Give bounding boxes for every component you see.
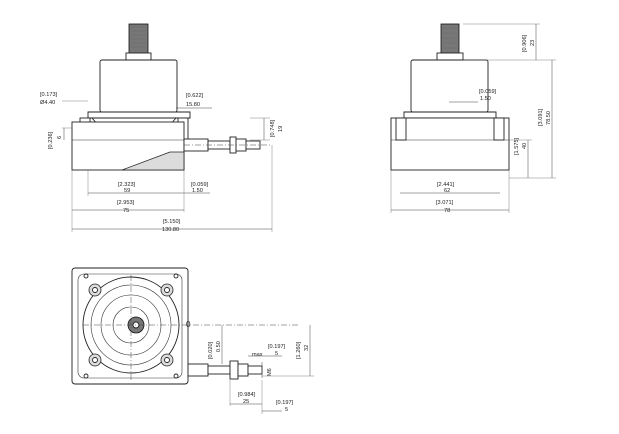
dim-5-bottom: 5 — [285, 407, 288, 413]
dim-40: 40 — [522, 143, 528, 149]
dim-150-front: 1.50 — [192, 188, 203, 194]
side-connector-pins — [440, 23, 460, 55]
dim-32: 32 — [304, 345, 310, 351]
dim-3071: [3.071] — [436, 200, 454, 206]
dim-0748: [0.748] — [270, 119, 276, 137]
front-dimensions — [62, 100, 273, 232]
dim-5150: [5.150] — [163, 219, 181, 225]
top-dimensions — [221, 325, 314, 414]
dim-0020: [0.020] — [208, 341, 214, 359]
dim-2441: [2.441] — [437, 182, 455, 188]
mark-0: 0 — [186, 320, 191, 329]
side-motor-housing — [410, 59, 489, 113]
dim-5-top: 5 — [275, 351, 278, 357]
side-base-body — [390, 117, 510, 171]
top-cable-outlet — [187, 363, 209, 377]
dim-440: Ø4.40 — [40, 100, 55, 106]
dim-max: max — [252, 352, 263, 358]
dim-0984: [0.984] — [238, 392, 256, 398]
dim-25: 25 — [243, 399, 249, 405]
top-view: 0 [0.020] 0.50 max [0.197] 5 [1.260] 32 … — [71, 267, 314, 414]
dim-1575: [1.575] — [514, 137, 520, 155]
dim-1580: 15.80 — [186, 102, 200, 108]
side-dimensions — [390, 23, 556, 213]
dim-0059-front: [0.059] — [191, 182, 209, 188]
flange — [87, 111, 191, 119]
dim-23: 23 — [530, 40, 536, 46]
dim-19: 19 — [278, 126, 284, 132]
dim-6: 6 — [57, 136, 63, 139]
dim-0173: [0.173] — [40, 92, 58, 98]
motor-housing — [99, 59, 178, 113]
dim-050: 0.50 — [216, 341, 222, 352]
dim-0622: [0.622] — [186, 93, 204, 99]
dim-m6: M6 — [267, 368, 273, 376]
dim-3091: [3.091] — [538, 108, 544, 126]
dim-0236: [0.236] — [48, 131, 54, 149]
connector-pins — [125, 23, 152, 62]
dim-2323: [2.323] — [118, 182, 136, 188]
dim-75: 75 — [123, 208, 129, 214]
dim-150-side: 1.50 — [480, 96, 491, 102]
front-view: [0.173] Ø4.40 [0.236] 6 [0.622] 15.80 [0… — [40, 23, 284, 233]
mounting-holes — [83, 273, 179, 379]
dim-0197-bottom: [0.197] — [276, 400, 294, 406]
dim-62: 62 — [444, 188, 450, 194]
dim-13080: 130.80 — [162, 227, 179, 233]
dim-2953: [2.953] — [117, 200, 135, 206]
dim-59: 59 — [124, 188, 130, 194]
dim-1260: [1.260] — [296, 341, 302, 359]
dim-0059-side: [0.059] — [479, 89, 497, 95]
dim-0197-top: [0.197] — [268, 344, 286, 350]
dim-7850: 78.50 — [546, 111, 552, 125]
dim-0906: [0.906] — [522, 34, 528, 52]
side-view: [0.906] 23 [0.059] 1.50 [3.091] 78.50 [1… — [390, 23, 556, 214]
dim-78: 78 — [444, 208, 450, 214]
